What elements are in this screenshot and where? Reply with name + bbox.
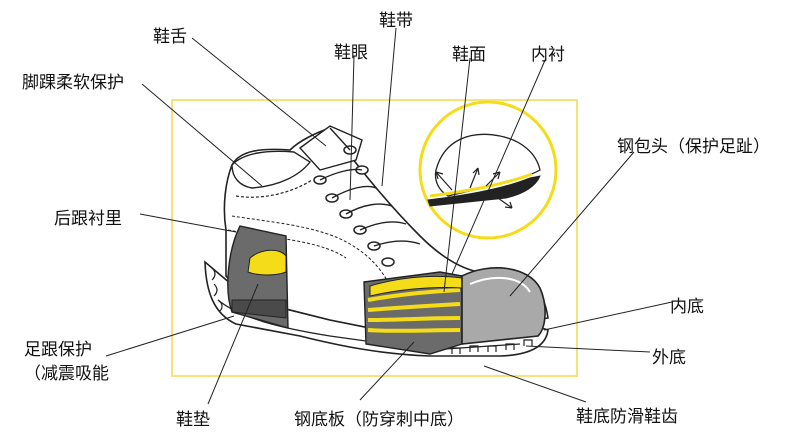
label-upper: 鞋面 — [452, 45, 486, 65]
label-outsole: 外底 — [652, 348, 686, 368]
airflow-arrows — [435, 167, 513, 209]
label-steel-toe: 钢包头（保护足趾） — [617, 137, 770, 157]
heel-yellow-pad — [247, 249, 287, 276]
steel-toe-highlight — [469, 276, 531, 293]
label-heel-lining: 后跟衬里 — [54, 209, 122, 229]
collar-shape — [231, 150, 312, 189]
label-laces: 鞋带 — [379, 11, 413, 31]
label-lining: 内衬 — [531, 45, 565, 65]
detail-foot — [434, 133, 541, 197]
steel-toe-cap — [461, 267, 546, 345]
leader-lines — [105, 27, 673, 405]
detail-yellow-band — [429, 172, 533, 198]
detail-sole — [427, 175, 541, 207]
label-heel-protection: 足跟保护 （减震吸能 — [24, 338, 109, 386]
midsole-layers — [367, 288, 461, 333]
label-steel-midsole: 钢底板（防穿刺中底） — [294, 410, 464, 430]
side-stitch-2 — [227, 229, 347, 259]
ankle-padding — [235, 179, 313, 198]
label-insole-pad: 鞋垫 — [176, 410, 210, 430]
label-insole: 内底 — [670, 297, 704, 317]
label-tongue: 鞋舌 — [153, 27, 187, 47]
label-heel-protection-line2: （减震吸能 — [24, 364, 109, 384]
side-stitch — [231, 215, 389, 283]
highlight-frame — [171, 99, 578, 377]
label-anti-slip-tread: 鞋底防滑鞋齿 — [576, 407, 678, 427]
label-ankle-protection: 脚踝柔软保护 — [22, 73, 124, 93]
tread-teeth — [211, 267, 533, 354]
laces — [319, 127, 421, 247]
label-heel-protection-line1: 足跟保护 — [24, 340, 92, 360]
label-eyelet: 鞋眼 — [334, 43, 368, 63]
